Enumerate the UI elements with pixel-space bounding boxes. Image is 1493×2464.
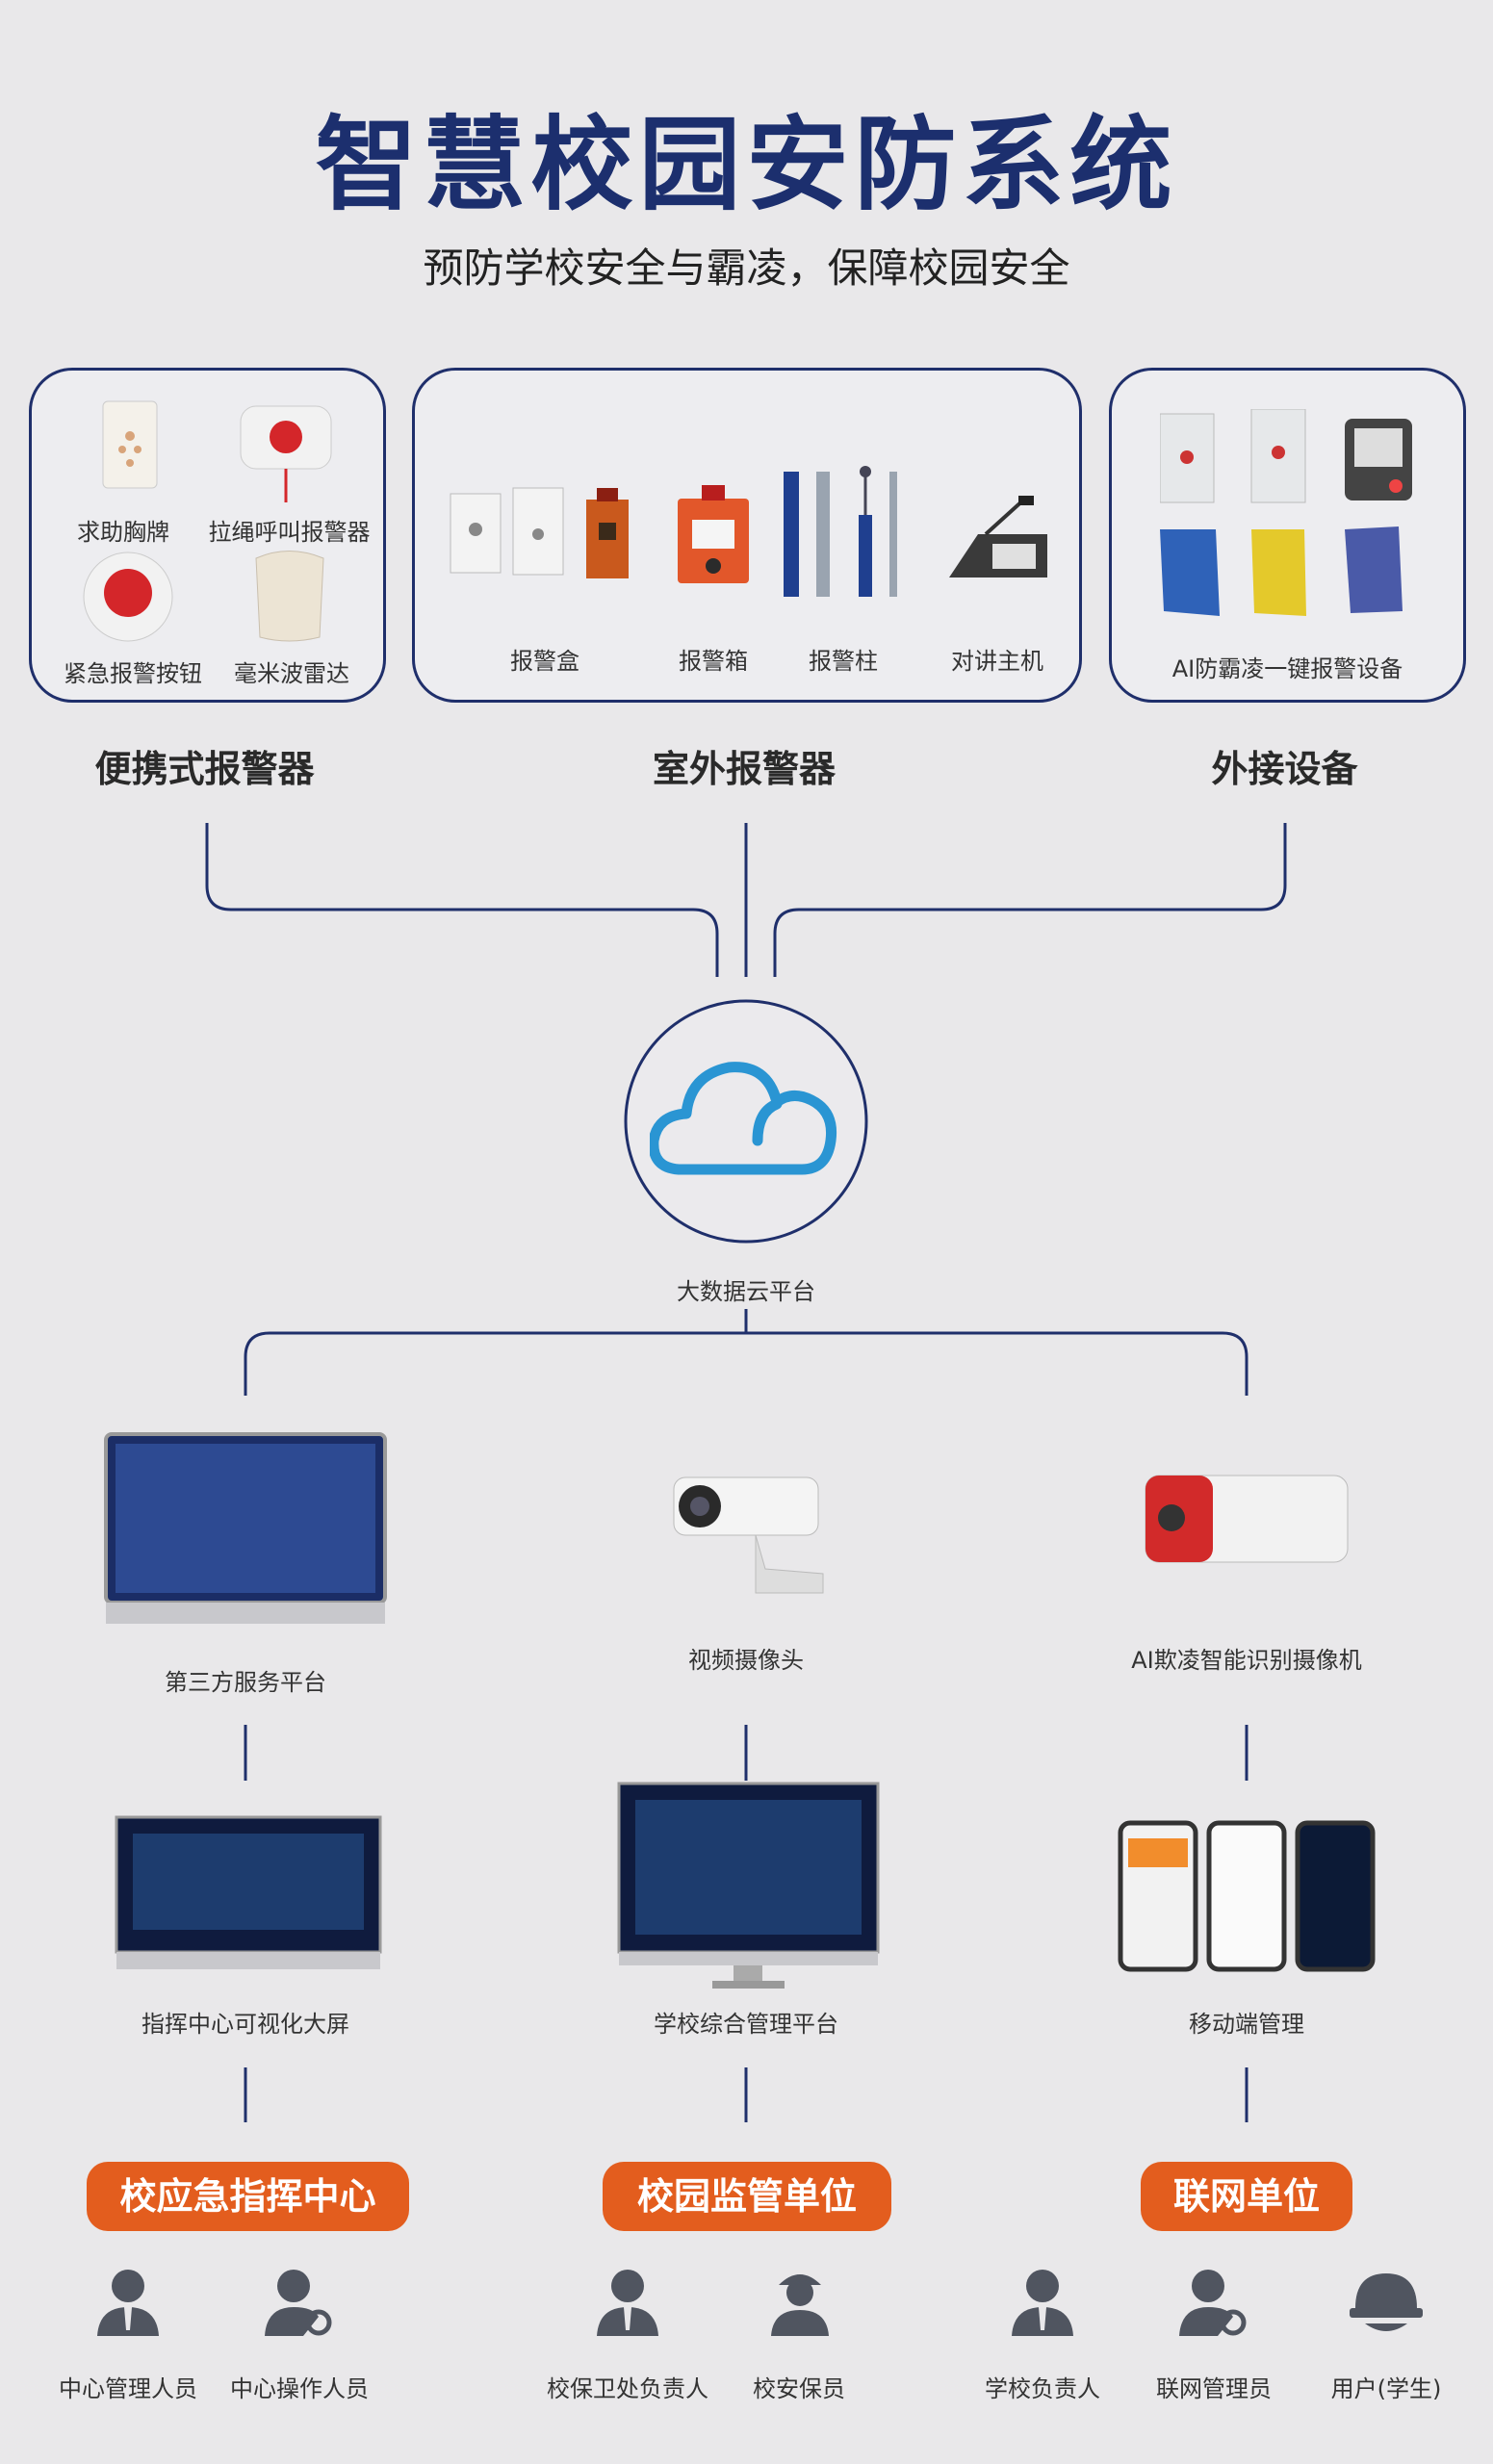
- school-principal-person-icon: [1012, 2270, 1073, 2336]
- person-label: 校保卫处负责人: [547, 2375, 708, 2402]
- node-label: 第三方服务平台: [165, 1669, 326, 1696]
- node-label: 学校综合管理平台: [654, 2011, 838, 2038]
- school-management-platform-icon: [617, 1782, 880, 1989]
- cloud-platform-label: 大数据云平台: [677, 1278, 815, 1305]
- portable-alarm-group: 求助胸牌 拉绳呼叫报警器 紧急报警按钮 毫米波雷达: [29, 368, 386, 703]
- person-label: 联网管理员: [1156, 2375, 1272, 2402]
- device-label: 求助胸牌: [77, 519, 169, 546]
- cloud-icon: [650, 1062, 837, 1175]
- alarm-pillar-icon: [784, 466, 897, 597]
- help-badge-icon: [102, 400, 158, 489]
- node-label: 指挥中心可视化大屏: [142, 2011, 349, 2038]
- student-user-helmet-icon: [1350, 2273, 1423, 2331]
- video-camera-icon: [673, 1476, 824, 1594]
- group-title-external: 外接设备: [1211, 748, 1358, 790]
- device-label: 对讲主机: [951, 648, 1043, 675]
- radar-icon: [255, 551, 324, 642]
- device-label: 报警盒: [510, 648, 579, 675]
- node-label: 视频摄像头: [688, 1647, 804, 1674]
- outdoor-alarm-group: 报警盒 报警箱 报警柱 对讲主机: [412, 368, 1082, 703]
- security-director-person-icon: [597, 2270, 658, 2336]
- person-label: 校安保员: [753, 2375, 845, 2402]
- manager-person-icon: [97, 2270, 159, 2336]
- page-subtitle: 预防学校安全与霸凌，保障校园安全: [423, 244, 1070, 292]
- page-title: 智慧校园安防系统: [315, 106, 1178, 224]
- unit-networked[interactable]: 联网单位: [1141, 2162, 1352, 2231]
- node-label: 移动端管理: [1189, 2011, 1304, 2038]
- operator-person-icon: [265, 2270, 332, 2336]
- person-label: 学校负责人: [985, 2375, 1100, 2402]
- emergency-button-icon: [83, 552, 173, 642]
- group-title-outdoor: 室外报警器: [652, 748, 836, 790]
- person-label: 用户(学生): [1330, 2375, 1442, 2402]
- ai-bullying-camera-icon: [1145, 1475, 1349, 1563]
- intercom-host-icon: [949, 496, 1047, 578]
- group-title-portable: 便携式报警器: [94, 748, 315, 790]
- unit-emergency-command-center[interactable]: 校应急指挥中心: [87, 2162, 409, 2231]
- network-admin-person-icon: [1179, 2270, 1247, 2336]
- third-party-platform-monitor-icon: [104, 1432, 387, 1624]
- device-label: 毫米波雷达: [234, 660, 349, 687]
- mobile-management-icon: [1118, 1820, 1376, 1972]
- alarm-box-icon: [450, 487, 564, 576]
- device-label: 拉绳呼叫报警器: [208, 519, 371, 546]
- device-label: 紧急报警按钮: [64, 660, 202, 687]
- command-center-screen-icon: [115, 1815, 382, 1969]
- alarm-cabinet-icon: [678, 485, 749, 583]
- ai-anti-bullying-device-icon: [1160, 409, 1412, 616]
- person-label: 中心操作人员: [230, 2375, 369, 2402]
- device-label: 报警箱: [679, 648, 748, 675]
- person-label: 中心管理人员: [59, 2375, 197, 2402]
- pull-cord-alarm-icon: [240, 405, 332, 502]
- security-guard-icon: [771, 2274, 829, 2336]
- unit-campus-supervision[interactable]: 校园监管单位: [603, 2162, 891, 2231]
- external-device-group: AI防霸凌一键报警设备: [1109, 368, 1466, 703]
- device-label: 报警柱: [809, 648, 878, 675]
- device-label: AI防霸凌一键报警设备: [1171, 655, 1403, 682]
- alarm-box-orange-icon: [586, 488, 629, 578]
- node-label: AI欺凌智能识别摄像机: [1131, 1647, 1362, 1674]
